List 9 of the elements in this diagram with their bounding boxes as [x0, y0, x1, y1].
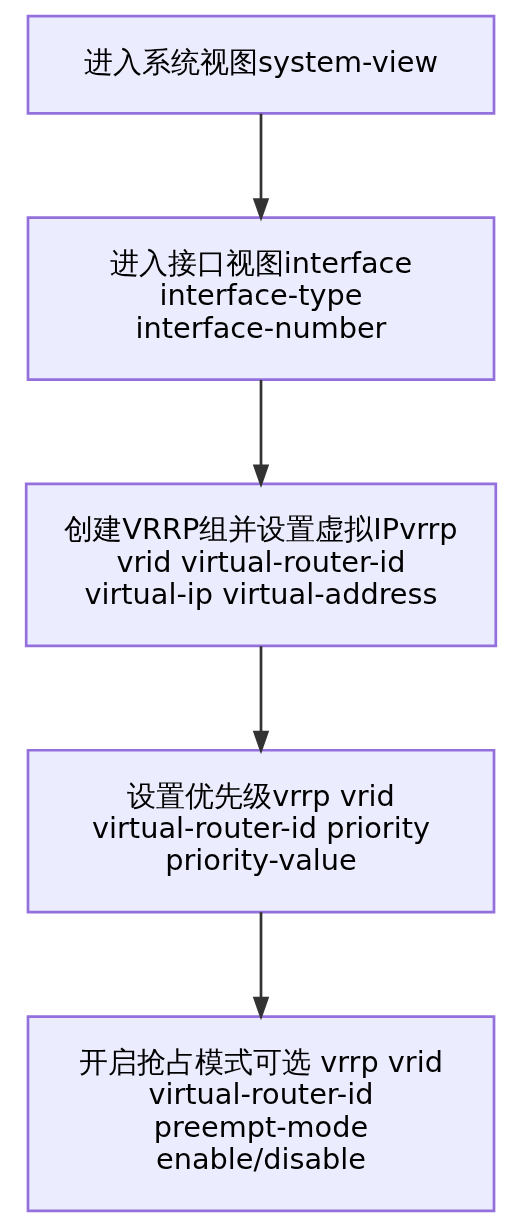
arrow — [252, 912, 270, 1021]
node-box: 进入系统视图system-view — [26, 14, 496, 115]
node-box: 创建VRRP组并设置虚拟IPvrrp vrid virtual-router-id virtual-ip virtual-address — [24, 482, 498, 648]
arrow — [252, 379, 270, 488]
node-box: 进入接口视图interface interface-type interface-number — [26, 216, 496, 381]
arrow — [252, 646, 270, 755]
arrow — [252, 113, 270, 222]
node-box: 设置优先级vrrp vrid virtual-router-id priority priority-value — [26, 748, 496, 914]
node-box: 开启抢占模式可选 vrrp vrid virtual-router-id preempt-mode enable/disable — [26, 1015, 496, 1213]
